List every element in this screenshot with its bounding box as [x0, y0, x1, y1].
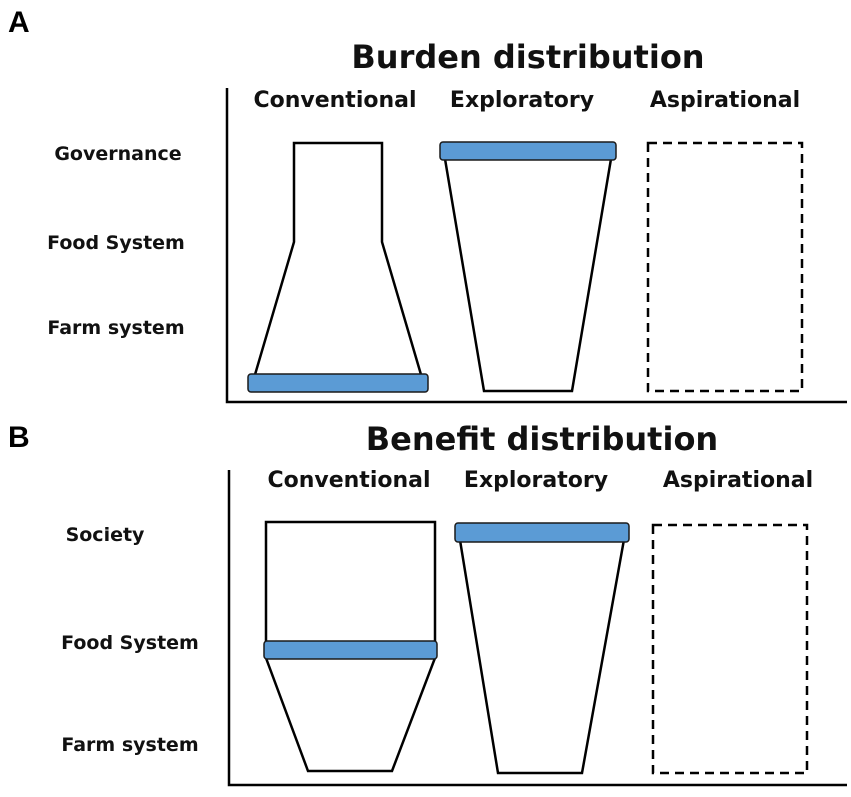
- panel-b-col-aspirational: Aspirational: [663, 468, 813, 493]
- panel-b-col-conventional: Conventional: [267, 468, 430, 493]
- panel-b-title: Benefit distribution: [366, 420, 718, 458]
- panel-b-conventional-band: [263, 640, 438, 660]
- panel-b-aspirational-placeholder: [651, 523, 809, 775]
- panel-a-title: Burden distribution: [351, 38, 704, 76]
- panel-a-aspirational-placeholder: [646, 141, 804, 393]
- panel-b-conventional-upper-shape: [264, 520, 437, 652]
- panel-a-axes: [225, 88, 847, 404]
- panel-b-row-society: Society: [66, 524, 145, 546]
- panel-a-col-exploratory: Exploratory: [450, 88, 594, 113]
- panel-b-row-farm-system: Farm system: [61, 734, 198, 756]
- panel-b-row-food-system: Food System: [61, 632, 199, 654]
- panel-a-row-farm-system: Farm system: [47, 317, 184, 339]
- panel-a-conventional-band: [247, 373, 429, 393]
- panel-b: B Benefit distribution Conventional Expl…: [8, 420, 847, 787]
- panel-a-col-aspirational: Aspirational: [650, 88, 800, 113]
- panel-b-conventional-lower-shape: [264, 656, 437, 773]
- panel-a-row-food-system: Food System: [47, 232, 185, 254]
- panel-a-letter: A: [8, 6, 30, 39]
- panel-a-conventional-shape: [252, 141, 424, 380]
- panel-a-row-governance: Governance: [54, 143, 181, 165]
- panel-b-letter: B: [8, 421, 30, 454]
- panel-b-col-exploratory: Exploratory: [464, 468, 608, 493]
- panel-b-exploratory-shape: [457, 532, 627, 775]
- panel-a-exploratory-shape: [442, 151, 614, 393]
- panel-a: A Burden distribution Conventional Explo…: [8, 6, 847, 404]
- panel-a-exploratory-band: [439, 141, 617, 161]
- panel-a-col-conventional: Conventional: [253, 88, 416, 113]
- panel-b-axes: [227, 470, 847, 787]
- panel-b-exploratory-band: [454, 522, 630, 543]
